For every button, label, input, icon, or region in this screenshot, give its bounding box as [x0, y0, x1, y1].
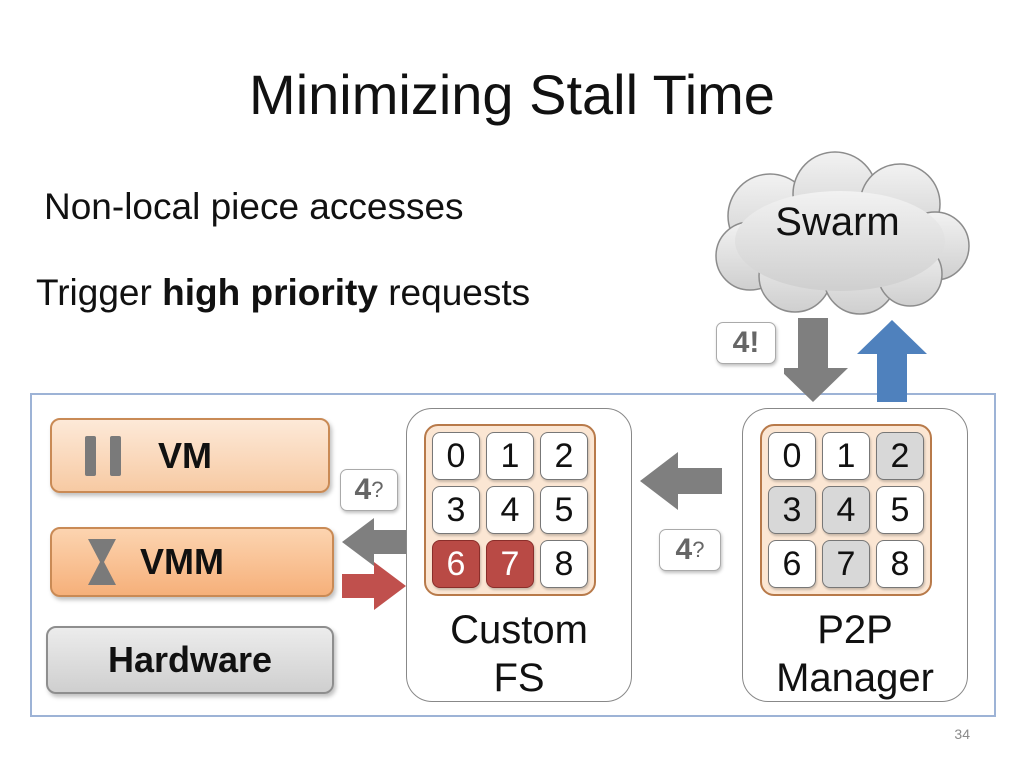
- tag-num: 4: [354, 473, 372, 506]
- custom-fs-label-line2: FS: [493, 656, 545, 700]
- blue-up-arrow: [857, 320, 927, 402]
- swarm-arrows: [784, 318, 927, 402]
- custom-fs-piece-2: 2: [540, 432, 588, 480]
- p2p-piece-3: 3: [768, 486, 816, 534]
- host-frame: [30, 393, 996, 717]
- bullet-text-post: requests: [388, 272, 531, 313]
- red-right-arrow: [342, 562, 406, 610]
- grey-left-arrow: [342, 518, 406, 566]
- hardware-label: Hardware: [107, 639, 273, 680]
- page-number: 34: [954, 726, 970, 742]
- swarm-label: Swarm: [775, 200, 900, 244]
- bullet-text-pre: Trigger: [36, 272, 152, 313]
- p2p-piece-4: 4: [822, 486, 870, 534]
- p2p-piece-1: 1: [822, 432, 870, 480]
- slide-title: Minimizing Stall Time: [249, 63, 775, 126]
- custom-fs-piece-1: 1: [486, 432, 534, 480]
- vm-label: VM: [158, 434, 212, 476]
- tag-num: 4: [675, 533, 693, 566]
- vm-layer: VM: [50, 418, 330, 493]
- custom-fs-piece-0: 0: [432, 432, 480, 480]
- hourglass-icon: [88, 539, 116, 585]
- custom-fs-piece-5: 5: [540, 486, 588, 534]
- custom-fs-label-line1: Custom: [450, 608, 588, 652]
- bullet-non-local-accesses: Non-local piece accesses: [44, 186, 464, 227]
- p2p-piece-7: 7: [822, 540, 870, 588]
- piece-request-tag-vm: 4?: [340, 469, 398, 511]
- custom-fs-piece-7: 7: [486, 540, 534, 588]
- bullet-trigger-requests: Trigger high priority requests: [36, 272, 530, 314]
- piece-request-tag-fs: 4?: [659, 529, 721, 571]
- tag-mark: ?: [371, 477, 384, 502]
- bullet-text-bold: high priority: [162, 272, 378, 313]
- custom-fs-label: Custom FS: [406, 606, 632, 702]
- p2p-label-line1: P2P: [817, 608, 893, 652]
- p2p-piece-8: 8: [876, 540, 924, 588]
- tag-mark: ?: [692, 537, 705, 562]
- p2p-piece-6: 6: [768, 540, 816, 588]
- vmm-layer: VMM: [50, 527, 334, 597]
- p2p-to-fs-arrow: [640, 452, 722, 510]
- custom-fs-piece-8: 8: [540, 540, 588, 588]
- grey-down-arrow: [784, 318, 848, 402]
- pause-icon: [82, 435, 130, 476]
- tag-mark: !: [749, 326, 760, 359]
- custom-fs-piece-3: 3: [432, 486, 480, 534]
- custom-fs-piece-4: 4: [486, 486, 534, 534]
- custom-fs-piece-6: 6: [432, 540, 480, 588]
- p2p-label-line2: Manager: [776, 656, 934, 700]
- swarm-cloud: [715, 151, 970, 315]
- hardware-layer: Hardware: [46, 626, 334, 694]
- vmm-fs-arrows: [342, 518, 406, 610]
- piece-request-tag-swarm: 4!: [716, 322, 776, 364]
- p2p-piece-0: 0: [768, 432, 816, 480]
- vmm-label: VMM: [140, 541, 224, 582]
- p2p-piece-5: 5: [876, 486, 924, 534]
- p2p-piece-2: 2: [876, 432, 924, 480]
- p2p-manager-label: P2P Manager: [742, 606, 968, 702]
- tag-num: 4: [732, 326, 750, 359]
